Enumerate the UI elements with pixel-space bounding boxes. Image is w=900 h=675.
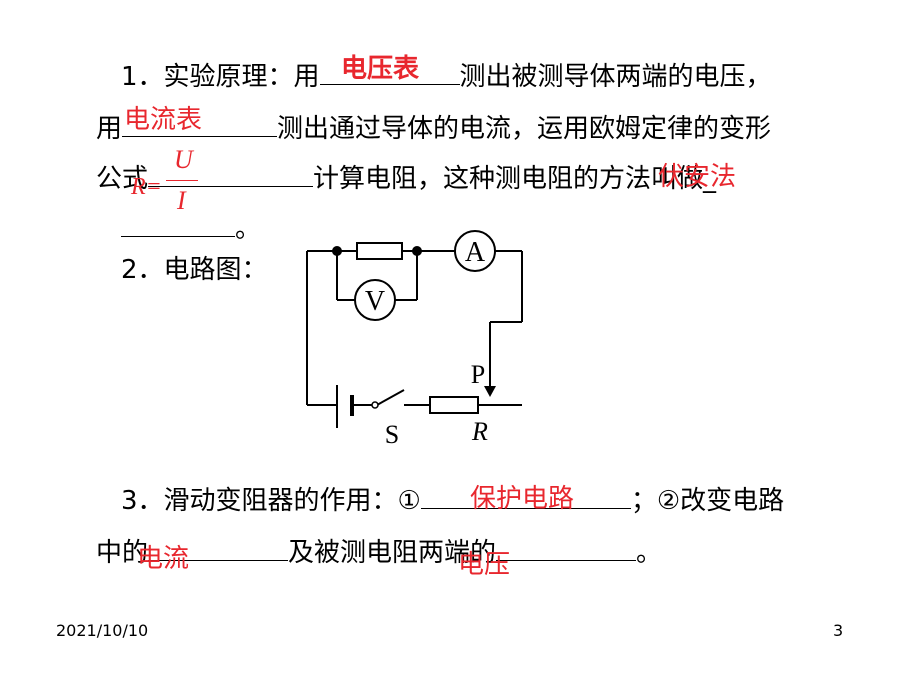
item1-line1-prefix: 1．实验原理：用 <box>121 62 320 92</box>
slider-label: P <box>471 360 485 389</box>
answer-method: 伏安法 <box>658 162 737 192</box>
blank-voltage <box>496 536 637 561</box>
item1-line3-suffix: 计算电阻，这种测电阻的方法叫做 <box>313 164 704 194</box>
item3-line2-prefix: 中的 <box>96 538 149 568</box>
blank-current <box>148 536 289 561</box>
answer-formula-denominator: I <box>177 186 186 215</box>
item1-line3-tail: _ <box>703 164 717 194</box>
answer-ammeter: 电流表 <box>124 105 203 135</box>
answer-voltmeter: 电压表 <box>341 54 420 84</box>
item1-line4-suffix: 。 <box>235 214 262 244</box>
item3-line1: 3．滑动变阻器的作用：① ；②改变电路 <box>121 484 784 516</box>
answer-formula-numerator: U <box>174 145 193 174</box>
switch-label: S <box>385 420 399 449</box>
answer-protect: 保护电路 <box>470 484 575 514</box>
item1-line3: 公式 计算电阻，这种测电阻的方法叫做_ <box>96 162 716 194</box>
item1-line3-prefix: 公式 <box>96 164 149 194</box>
switch-pivot <box>371 401 379 409</box>
item1-line2-suffix: 测出通过导体的电流，运用欧姆定律的变形 <box>277 114 772 144</box>
item3-line1-mid: ；②改变电路 <box>630 486 785 516</box>
item2-label: 2．电路图： <box>121 255 268 285</box>
blank-method-continued <box>121 212 235 237</box>
footer-page-number: 3 <box>833 621 844 640</box>
switch-blade <box>376 389 405 406</box>
blank-protect <box>420 484 631 509</box>
item3-line1-prefix: 3．滑动变阻器的作用：① <box>121 486 421 516</box>
item3-line2-suffix: 。 <box>636 538 663 568</box>
item1-line2: 用 测出通过导体的电流，运用欧姆定律的变形 <box>96 112 771 144</box>
item1-line1-suffix: 测出被测导体两端的电压， <box>459 62 772 92</box>
slider-arrow-icon <box>484 386 496 397</box>
answer-formula-fraction-bar <box>166 180 198 181</box>
item3-line2: 中的 及被测电阻两端的 。 <box>96 536 662 568</box>
blank-voltmeter <box>319 60 460 85</box>
footer-date: 2021/10/10 <box>56 621 149 640</box>
blank-ammeter <box>122 112 278 137</box>
answer-current: 电流 <box>137 544 190 574</box>
junction-left <box>332 246 342 256</box>
rheostat-body <box>429 396 479 414</box>
ammeter-label: A <box>465 237 486 268</box>
item1-line2-prefix: 用 <box>96 114 123 144</box>
item1-line4: 。 <box>121 212 261 244</box>
answer-voltage: 电压 <box>458 550 511 580</box>
answer-formula-lhs: R= <box>131 174 162 200</box>
item3-line2-mid: 及被测电阻两端的 <box>288 538 497 568</box>
blank-formula <box>148 162 314 187</box>
junction-right <box>412 246 422 256</box>
resistor-under-test <box>356 242 403 260</box>
item1-line1: 1．实验原理：用 测出被测导体两端的电压， <box>121 60 772 92</box>
rheostat-label: R <box>471 417 488 446</box>
voltmeter-label: V <box>365 286 385 317</box>
